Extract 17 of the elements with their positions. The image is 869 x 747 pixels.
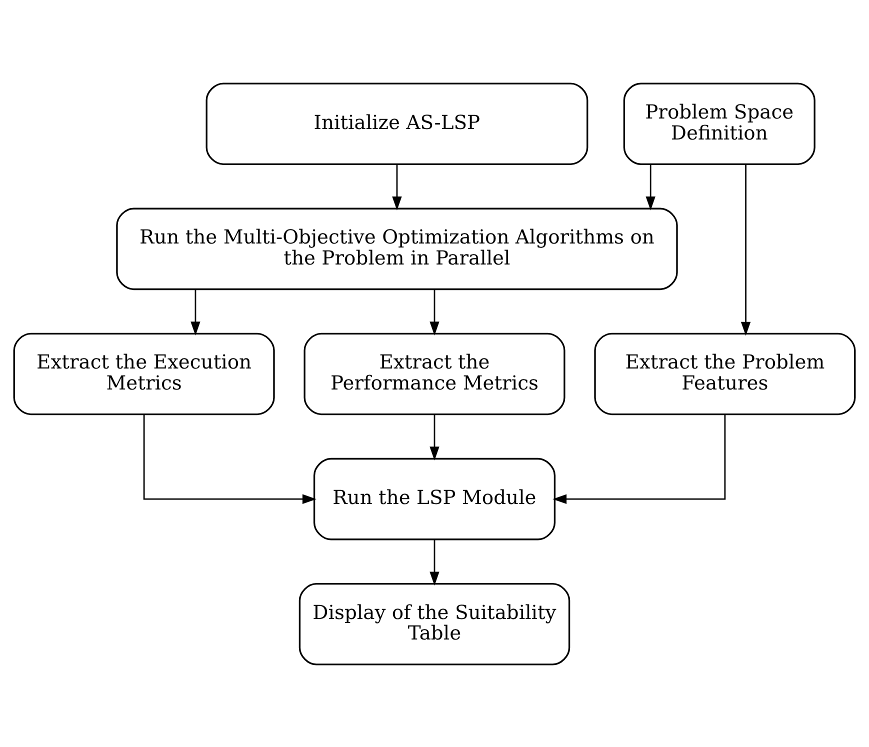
- arrow: [190, 289, 200, 335]
- node-box: Run the Multi-Objective Optimization Algorithms on the Problem in Parallel: [116, 207, 678, 290]
- arrow: [143, 414, 316, 504]
- arrow: [740, 164, 751, 336]
- arrow: [552, 414, 726, 504]
- node-box: Run the LSP Module: [313, 457, 556, 540]
- arrow: [430, 414, 440, 460]
- node-box: Display of the Suitability Table: [298, 582, 570, 665]
- node-box: Extract the Execution Metrics: [13, 332, 275, 415]
- node-box: Extract the Performance Metrics: [304, 332, 566, 415]
- node-box: Extract the Problem Features: [594, 332, 856, 415]
- arrow: [430, 540, 440, 586]
- arrow: [392, 164, 402, 210]
- node-box: Initialize AS-LSP: [206, 82, 588, 164]
- arrow: [646, 164, 656, 210]
- node-box: Problem Space Definition: [623, 82, 816, 164]
- arrow: [430, 289, 440, 335]
